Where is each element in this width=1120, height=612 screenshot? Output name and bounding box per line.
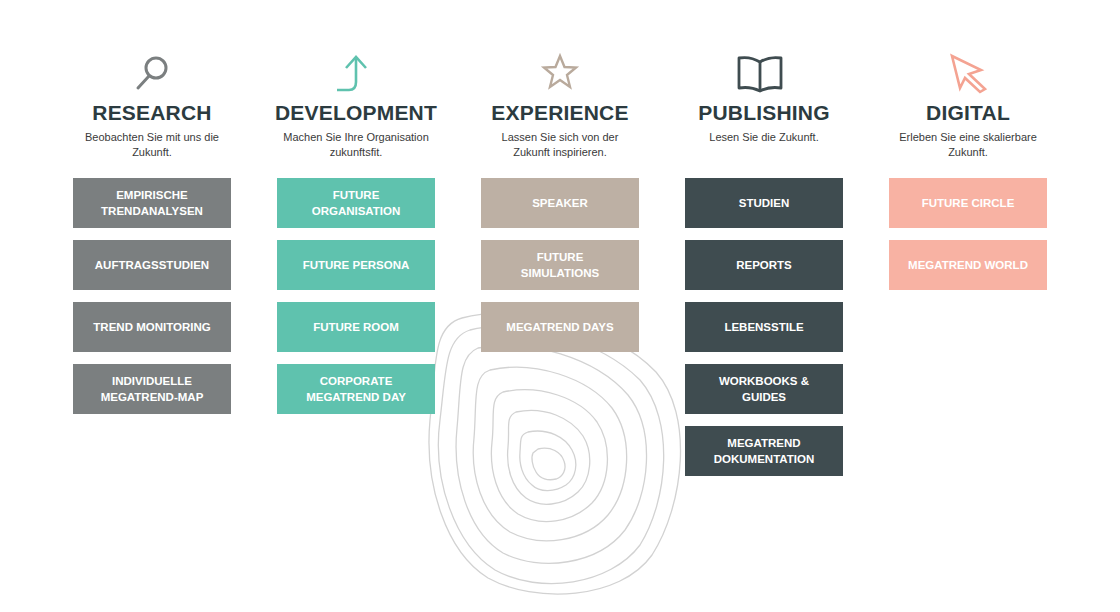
service-box: MEGATREND DAYS	[481, 302, 639, 352]
service-box: FUTURE ORGANISATION	[277, 178, 435, 228]
digital-heading: DIGITAL	[868, 101, 1068, 125]
box-label: AUFTRAGSSTUDIEN	[95, 257, 209, 273]
service-box: TREND MONITORING	[73, 302, 231, 352]
box-label: FUTURE PERSONA	[303, 257, 410, 273]
service-box: FUTURE PERSONA	[277, 240, 435, 290]
experience-subtitle: Lassen Sie sich von der Zukunft inspirie…	[485, 130, 635, 160]
development-subtitle: Machen Sie Ihre Organisation zukunftsfit…	[281, 130, 431, 160]
experience-icon	[544, 56, 576, 87]
service-box: STUDIEN	[685, 178, 843, 228]
digital-icon	[952, 56, 985, 92]
service-box: AUFTRAGSSTUDIEN	[73, 240, 231, 290]
service-box: MEGATREND WORLD	[889, 240, 1047, 290]
service-box: FUTURE CIRCLE	[889, 178, 1047, 228]
box-label: SPEAKER	[532, 195, 588, 211]
box-label: FUTURE CIRCLE	[922, 195, 1015, 211]
service-box: EMPIRISCHE TRENDANALYSEN	[73, 178, 231, 228]
box-label: WORKBOOKS & GUIDES	[701, 373, 827, 405]
experience-heading: EXPERIENCE	[460, 101, 660, 125]
box-label: FUTURE SIMULATIONS	[497, 249, 623, 281]
box-label: MEGATREND DOKUMENTATION	[701, 435, 827, 467]
service-box: FUTURE ROOM	[277, 302, 435, 352]
research-heading: RESEARCH	[52, 101, 252, 125]
box-label: INDIVIDUELLE MEGATREND-MAP	[89, 373, 215, 405]
development-heading: DEVELOPMENT	[256, 101, 456, 125]
publishing-subtitle: Lesen Sie die Zukunft.	[689, 130, 839, 145]
box-label: STUDIEN	[739, 195, 789, 211]
contour-lines	[429, 313, 680, 594]
research-subtitle: Beobachten Sie mit uns die Zukunft.	[77, 130, 227, 160]
box-label: MEGATREND DAYS	[506, 319, 613, 335]
service-box: INDIVIDUELLE MEGATREND-MAP	[73, 364, 231, 414]
research-icon	[138, 58, 166, 88]
service-box: SPEAKER	[481, 178, 639, 228]
box-label: EMPIRISCHE TRENDANALYSEN	[89, 187, 215, 219]
digital-subtitle: Erleben Sie eine skalierbare Zukunft.	[893, 130, 1043, 160]
box-label: TREND MONITORING	[93, 319, 210, 335]
service-box: WORKBOOKS & GUIDES	[685, 364, 843, 414]
box-label: FUTURE ORGANISATION	[293, 187, 419, 219]
box-label: MEGATREND WORLD	[908, 257, 1028, 273]
publishing-icon	[739, 57, 781, 91]
box-label: LEBENSSTILE	[724, 319, 803, 335]
box-label: REPORTS	[736, 257, 792, 273]
service-box: MEGATREND DOKUMENTATION	[685, 426, 843, 476]
box-label: CORPORATE MEGATREND DAY	[293, 373, 419, 405]
service-box: FUTURE SIMULATIONS	[481, 240, 639, 290]
publishing-heading: PUBLISHING	[664, 101, 864, 125]
service-box: REPORTS	[685, 240, 843, 290]
box-label: FUTURE ROOM	[313, 319, 399, 335]
development-icon	[337, 57, 366, 90]
service-box: CORPORATE MEGATREND DAY	[277, 364, 435, 414]
service-box: LEBENSSTILE	[685, 302, 843, 352]
